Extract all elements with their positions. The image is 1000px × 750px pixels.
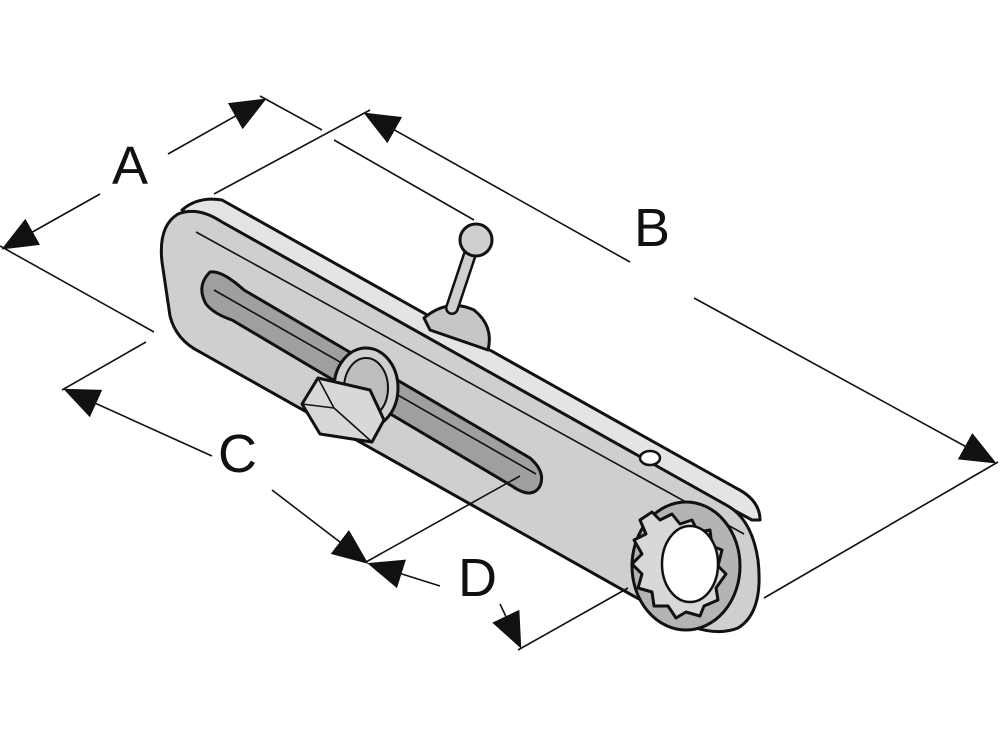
locking-pin-knob [458,222,494,258]
dimension-b-line-lower [693,297,997,464]
dimension-a-line-lower [1,193,101,250]
dimension-a: A [0,95,323,333]
dimension-b-extension-bottom [763,461,999,599]
dimension-b: B [213,109,999,599]
dimension-d-line-left [367,559,441,589]
dimension-c-line-right [271,489,369,564]
socket-bore [660,524,720,604]
dimension-a-line-upper [167,98,267,155]
dimension-c-extension-right [365,475,521,563]
dimension-d: D [367,548,629,651]
wrench-tool [159,197,762,634]
dimension-d-extension-right [517,587,629,651]
dimension-c: C [61,341,521,564]
bar-ridge-line [195,231,745,535]
dimension-c-extension-left [61,341,147,391]
dimension-d-label: D [458,548,497,608]
dimension-d-line-right [492,603,522,649]
dimension-b-line-upper [363,112,631,263]
dimension-a-extension-top [259,95,323,131]
locking-pin-base [422,304,491,352]
dimension-a-extension-bottom [0,245,155,333]
dimension-c-label: C [218,424,257,484]
dimension-c-line [63,388,213,457]
dimension-b-extension-inner [333,139,475,221]
dimension-b-extension-top [213,109,371,195]
dimension-b-label: B [634,198,670,258]
pin-hole [638,449,662,467]
dimension-a-label: A [112,136,148,196]
